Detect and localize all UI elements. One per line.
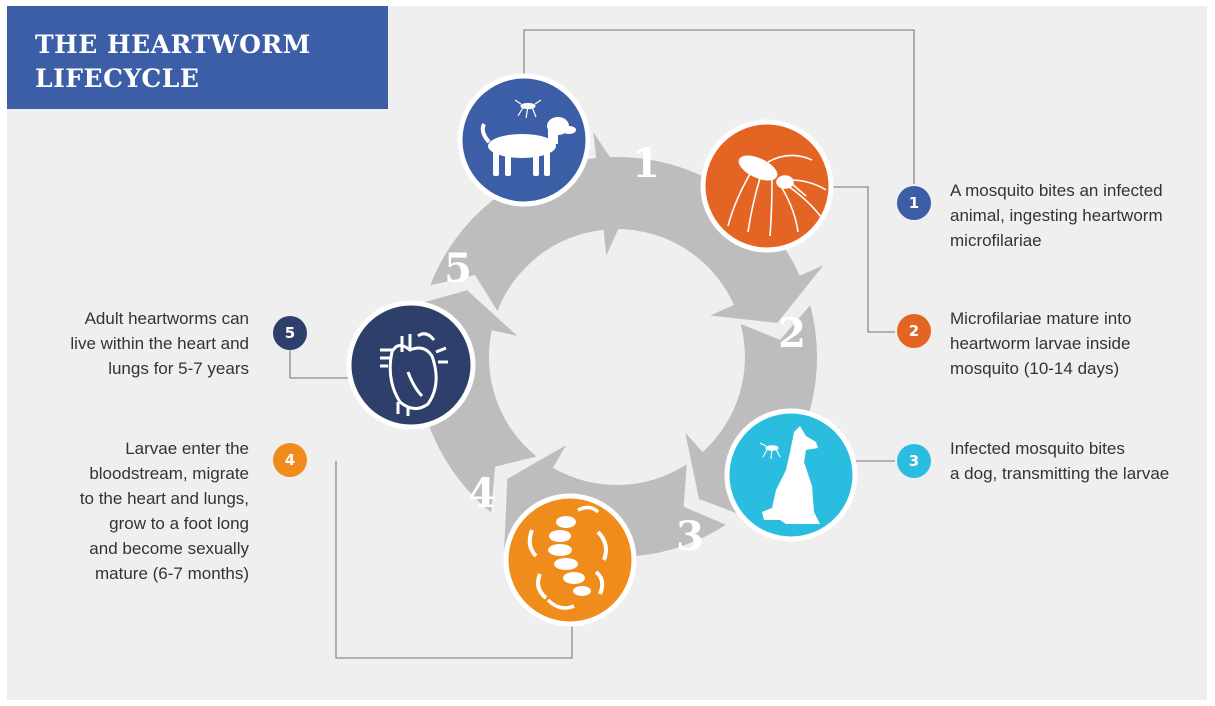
step-2-description: Microfilariae mature into heartworm larv…	[950, 306, 1131, 381]
step-3-line: Infected mosquito bites	[950, 439, 1125, 458]
title-line-2: LIFECYCLE	[35, 64, 200, 93]
step-5-description: Adult heartworms can live within the hea…	[70, 306, 249, 381]
step-5-badge-number: 5	[284, 324, 296, 342]
step-3-description: Infected mosquito bites a dog, transmitt…	[950, 436, 1169, 486]
mosquito-icon	[727, 154, 827, 237]
step-4-line: to the heart and lungs,	[79, 489, 249, 508]
title-line-1: THE HEARTWORM	[35, 30, 311, 59]
cycle-arrow-2	[685, 305, 818, 525]
step-1-circle	[457, 73, 591, 207]
step-1-description: A mosquito bites an infected animal, ing…	[950, 178, 1163, 253]
connector-step-4	[335, 461, 573, 659]
step-5-circle	[346, 300, 476, 430]
step-4-circle	[503, 493, 637, 627]
step-1-line: microfilariae	[950, 231, 1042, 250]
heart-icon	[380, 332, 448, 416]
cycle-number-2: 2	[778, 310, 806, 357]
step-1-badge-number: 1	[908, 194, 920, 212]
step-2-line: mosquito (10-14 days)	[950, 359, 1120, 378]
connector-step-2	[828, 186, 895, 333]
cycle-arrow-5	[430, 132, 635, 312]
connector-lines	[289, 29, 915, 659]
cycle-number-1: 1	[632, 140, 660, 187]
step-5-badge: 5	[273, 316, 307, 350]
step-2-line: heartworm larvae inside	[950, 334, 1131, 353]
title-banner: THE HEARTWORM LIFECYCLE	[7, 6, 388, 109]
cycle-number-group: 1 2 3 4 5	[444, 140, 806, 560]
dog-with-mosquito-icon	[480, 99, 576, 176]
step-5-line: live within the heart and	[70, 334, 249, 353]
step-2-line: Microfilariae mature into	[950, 309, 1132, 328]
step-1-badge: 1	[897, 186, 931, 220]
step-4-line: Larvae enter the	[125, 439, 249, 458]
cycle-number-5: 5	[444, 245, 472, 292]
step-1-line: A mosquito bites an infected	[950, 181, 1163, 200]
step-5-line: Adult heartworms can	[84, 309, 249, 328]
step-1-line: animal, ingesting heartworm	[950, 206, 1163, 225]
step-5-line: lungs for 5-7 years	[108, 359, 249, 378]
step-4-description: Larvae enter the bloodstream, migrate to…	[80, 436, 249, 586]
step-2-badge-number: 2	[908, 322, 920, 340]
step-4-badge-number: 4	[284, 451, 296, 469]
cycle-number-4: 4	[468, 470, 496, 517]
sitting-dog-icon	[759, 426, 820, 524]
larvae-worms-icon	[527, 505, 608, 610]
step-4-badge: 4	[273, 443, 307, 477]
step-4-line: mature (6-7 months)	[95, 564, 249, 583]
connector-step-5	[289, 350, 355, 379]
step-2-badge: 2	[897, 314, 931, 348]
step-3-circle	[724, 408, 858, 542]
step-3-badge-number: 3	[908, 452, 920, 470]
step-2-circle	[700, 119, 834, 253]
cycle-number-3: 3	[676, 513, 704, 560]
step-4-line: grow to a foot long	[109, 514, 249, 533]
step-4-line: and become sexually	[89, 539, 249, 558]
step-4-line: bloodstream, migrate	[89, 464, 249, 483]
cycle-arrows	[395, 132, 824, 557]
step-3-badge: 3	[897, 444, 931, 478]
step-3-line: a dog, transmitting the larvae	[950, 464, 1170, 483]
connector-step-1	[523, 29, 915, 184]
